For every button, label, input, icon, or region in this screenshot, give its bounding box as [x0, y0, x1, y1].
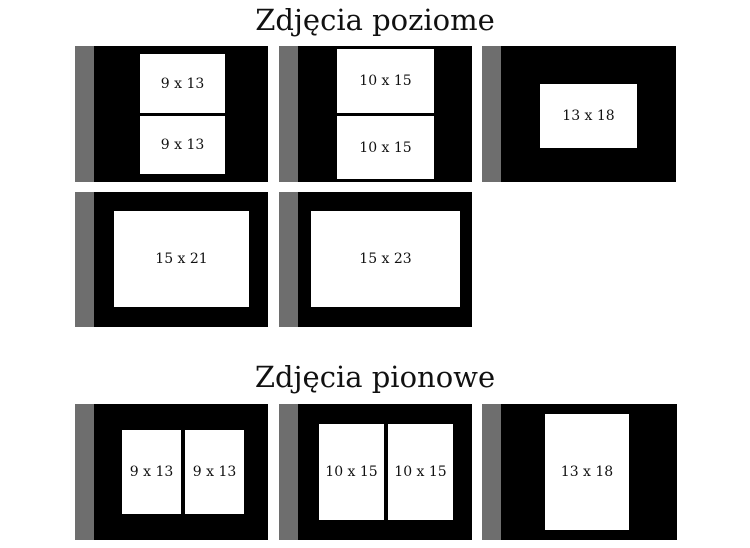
photo: 9 x 13 [140, 116, 225, 174]
photo: 13 x 18 [540, 84, 637, 148]
landscape-title: Zdjęcia poziome [255, 3, 495, 37]
photo: 10 x 15 [337, 49, 434, 113]
photo: 9 x 13 [122, 430, 181, 514]
photo: 15 x 21 [114, 211, 249, 307]
photo: 9 x 13 [185, 430, 244, 514]
photo: 13 x 18 [545, 414, 629, 530]
portrait-title: Zdjęcia pionowe [254, 360, 496, 394]
portrait-panel-13x18: 13 x 18 [482, 404, 677, 540]
landscape-panel-15x23: 15 x 23 [279, 192, 472, 327]
landscape-panel-13x18: 13 x 18 [482, 46, 676, 182]
portrait-panel-10x15: 10 x 15 10 x 15 [279, 404, 472, 540]
album-spine [279, 404, 298, 540]
album-spine [279, 192, 298, 327]
photo: 15 x 23 [311, 211, 460, 307]
album-spine [75, 404, 94, 540]
landscape-panel-9x13: 9 x 13 9 x 13 [75, 46, 268, 182]
portrait-panel-9x13: 9 x 13 9 x 13 [75, 404, 268, 540]
landscape-panel-15x21: 15 x 21 [75, 192, 268, 327]
album-spine [75, 192, 94, 327]
album-spine [279, 46, 298, 182]
album-spine [75, 46, 94, 182]
photo: 9 x 13 [140, 54, 225, 113]
photo: 10 x 15 [337, 116, 434, 179]
photo: 10 x 15 [319, 424, 384, 520]
album-spine [482, 404, 501, 540]
album-spine [482, 46, 501, 182]
photo: 10 x 15 [388, 424, 453, 520]
landscape-panel-10x15: 10 x 15 10 x 15 [279, 46, 472, 182]
